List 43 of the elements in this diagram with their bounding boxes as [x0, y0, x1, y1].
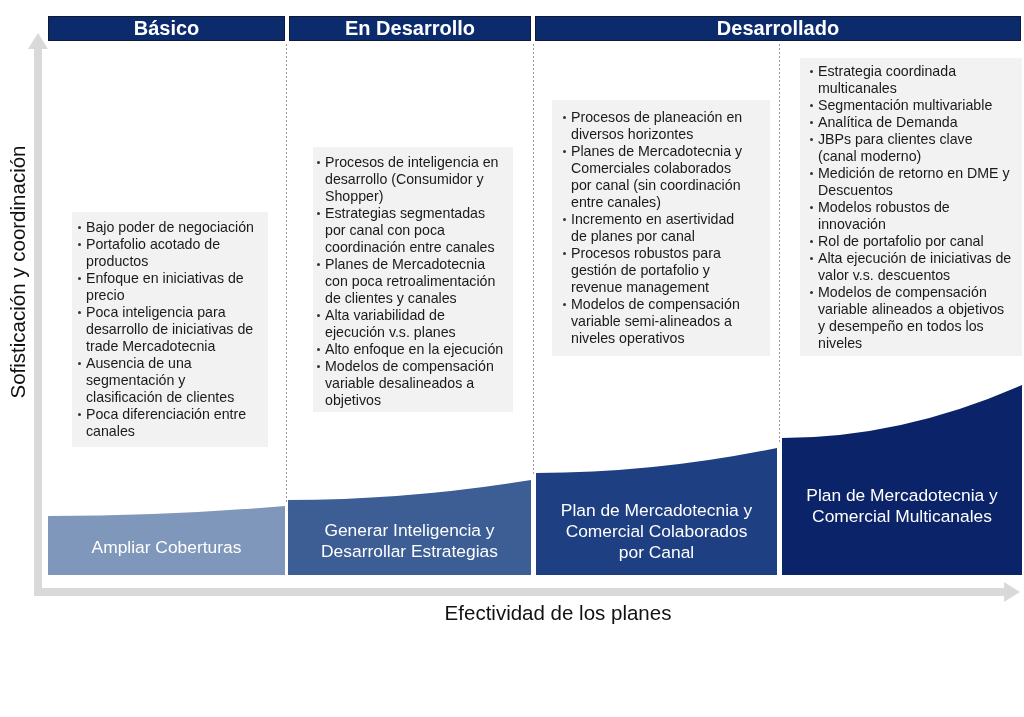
stage-header: Básico [48, 16, 285, 41]
bullet-item: Modelos de compensación variable desalineados a objetivos [315, 358, 505, 409]
bullet-item: Segmentación multivariable [808, 97, 1012, 114]
bullet-item: JBPs para clientes clave (canal moderno) [808, 131, 1012, 165]
bullet-item: Estrategia coordinada multicanales [808, 63, 1012, 97]
stage-bar [288, 480, 531, 575]
bullet-item: Alta ejecución de iniciativas de valor v.s. descuentos [808, 250, 1012, 284]
stage-header: Desarrollado [535, 16, 1021, 41]
bar-label: Ampliar Coberturas [91, 536, 242, 558]
stage-bar [536, 448, 777, 575]
bullet-item: Portafolio acotado de productos [76, 236, 262, 270]
bullet-item: Estrategias segmentadas por canal con poca coordinación entre canales [315, 205, 505, 256]
bar-label: Plan de Mercadotecnia y Comercial Colaborados por Canal [559, 499, 754, 563]
bullet-list-panel [800, 58, 1022, 356]
bar-label: Generar Inteligencia y Desarrollar Estrategias [320, 519, 499, 562]
bullet-item: Alta variabilidad de ejecución v.s. planes [315, 307, 505, 341]
bullet-item: Bajo poder de negociación [76, 219, 262, 236]
bullet-item: Modelos de compensación variable alineados a objetivos y desempeño en todos los niveles [808, 284, 1012, 352]
bullet-item: Planes de Mercadotecnia y Comerciales colaborados por canal (sin coordinación entre canales) [561, 143, 751, 211]
bullet-item: Alto enfoque en la ejecución [315, 341, 505, 358]
bullet-item: Procesos robustos para gestión de portafolio y revenue management [561, 245, 751, 296]
x-axis-label: Efectividad de los planes [444, 601, 672, 625]
bullet-list-panel [552, 100, 770, 356]
bullet-item: Procesos de inteligencia en desarrollo (Consumidor y Shopper) [315, 154, 505, 205]
bullet-item: Incremento en asertividad de planes por canal [561, 211, 751, 245]
stage-header: En Desarrollo [289, 16, 531, 41]
bullet-list-panel [313, 147, 513, 412]
bullet-item: Ausencia de una segmentación y clasificación de clientes [76, 355, 262, 406]
bullet-item: Procesos de planeación en diversos horizontes [561, 109, 751, 143]
bullet-item: Enfoque en iniciativas de precio [76, 270, 262, 304]
bullet-item: Rol de portafolio por canal [808, 233, 1012, 250]
bullet-item: Poca inteligencia para desarrollo de iniciativas de trade Mercadotecnia [76, 304, 262, 355]
bullet-item: Planes de Mercadotecnia con poca retroalimentación de clientes y canales [315, 256, 505, 307]
bullet-item: Modelos robustos de innovación [808, 199, 1012, 233]
bullet-item: Analítica de Demanda [808, 114, 1012, 131]
y-axis-label: Sofisticación y coordinación [6, 145, 30, 399]
bar-label: Plan de Mercadotecnia y Comercial Multicanales [805, 484, 999, 527]
bullet-item: Medición de retorno en DME y Descuentos [808, 165, 1012, 199]
bullet-list-panel [72, 212, 268, 447]
bullet-item: Modelos de compensación variable semi-alineados a niveles operativos [561, 296, 751, 347]
bullet-item: Poca diferenciación entre canales [76, 406, 262, 440]
stage-bar [782, 385, 1022, 575]
stage-bar [48, 506, 285, 575]
